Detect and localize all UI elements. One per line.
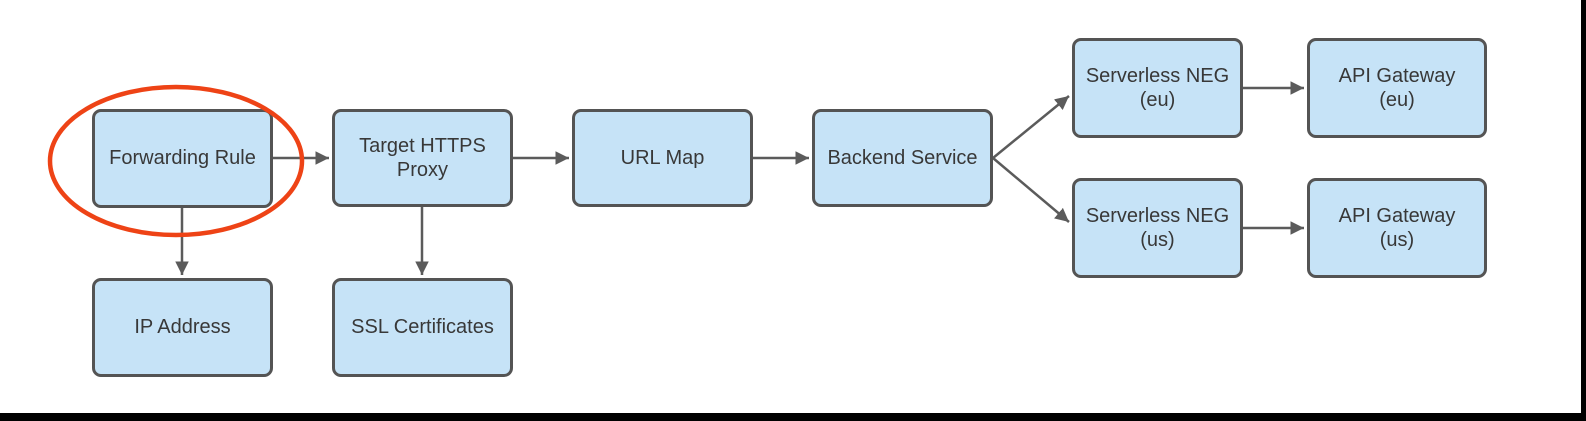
node-serverless-neg-us: Serverless NEG (us) [1072, 178, 1243, 278]
node-url-map-label: URL Map [620, 146, 705, 169]
node-api-gateway-us-label: API Gateway (us) [1338, 204, 1456, 251]
node-api-gateway-eu-label: API Gateway (eu) [1338, 64, 1456, 111]
node-target-https-proxy: Target HTTPS Proxy [332, 109, 513, 207]
node-target-https-proxy-label: Target HTTPS Proxy [359, 134, 486, 181]
node-api-gateway-us: API Gateway (us) [1307, 178, 1487, 278]
node-ip-address-label: IP Address [134, 316, 231, 339]
frame-bar-right [1581, 0, 1586, 421]
node-serverless-neg-eu-label: Serverless NEG (eu) [1085, 64, 1230, 111]
node-ssl-certificates: SSL Certificates [332, 278, 513, 377]
node-serverless-neg-eu: Serverless NEG (eu) [1072, 38, 1243, 138]
node-serverless-neg-us-label: Serverless NEG (us) [1085, 204, 1230, 251]
edge-backend-service-to-serverless-neg-eu [992, 95, 1070, 159]
node-ip-address: IP Address [92, 278, 273, 377]
node-backend-service-label: Backend Service [827, 146, 978, 169]
node-url-map: URL Map [572, 109, 753, 207]
edge-backend-service-to-serverless-neg-us [992, 157, 1070, 223]
node-forwarding-rule-label: Forwarding Rule [109, 147, 256, 170]
node-api-gateway-eu: API Gateway (eu) [1307, 38, 1487, 138]
node-backend-service: Backend Service [812, 109, 993, 207]
frame-bar-bottom [0, 413, 1586, 421]
node-forwarding-rule: Forwarding Rule [92, 109, 273, 208]
node-ssl-certificates-label: SSL Certificates [351, 316, 494, 339]
